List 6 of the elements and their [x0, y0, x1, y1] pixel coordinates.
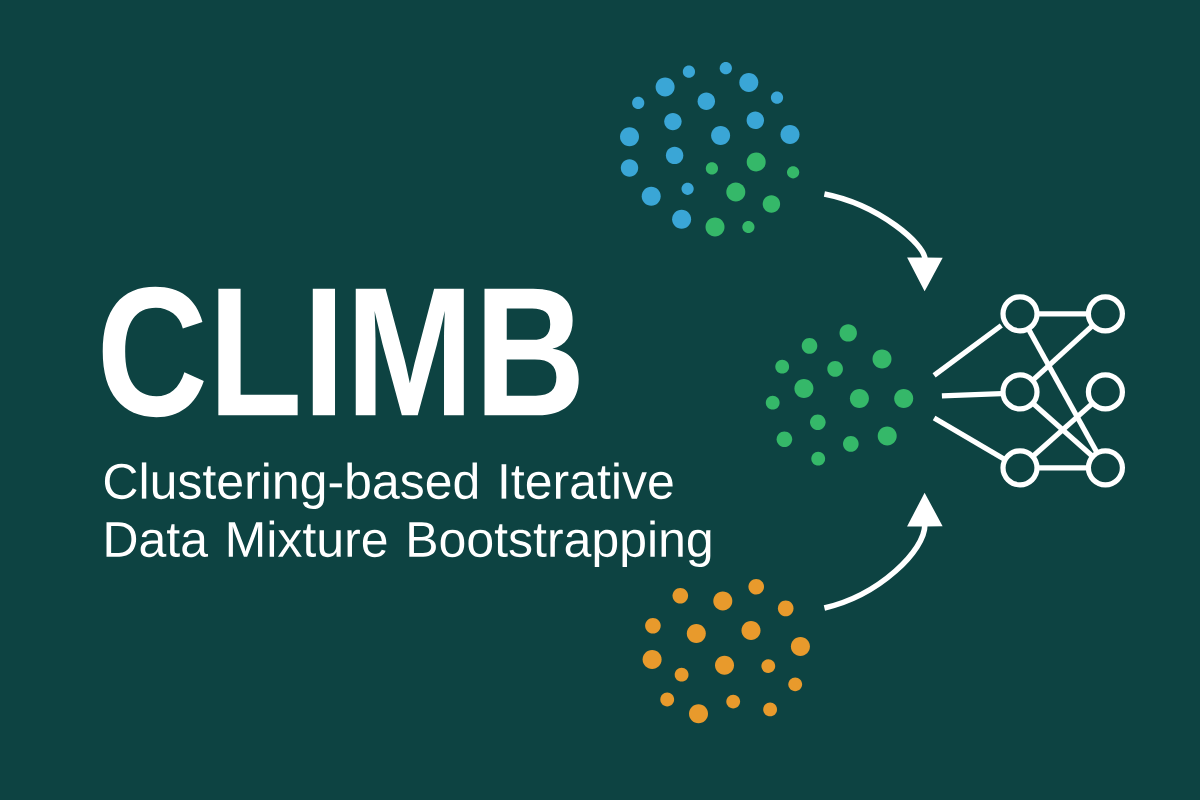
- neural-network-drawing: [932, 294, 1125, 488]
- dot-cluster-drawing: [620, 62, 800, 237]
- title: CLIMB: [102, 286, 579, 418]
- dot-cluster-drawing: [765, 324, 914, 466]
- subtitle: Clustering-based Iterative Data Mixture Bootstrapping: [104, 462, 711, 567]
- dot-cluster-drawing: [642, 578, 810, 724]
